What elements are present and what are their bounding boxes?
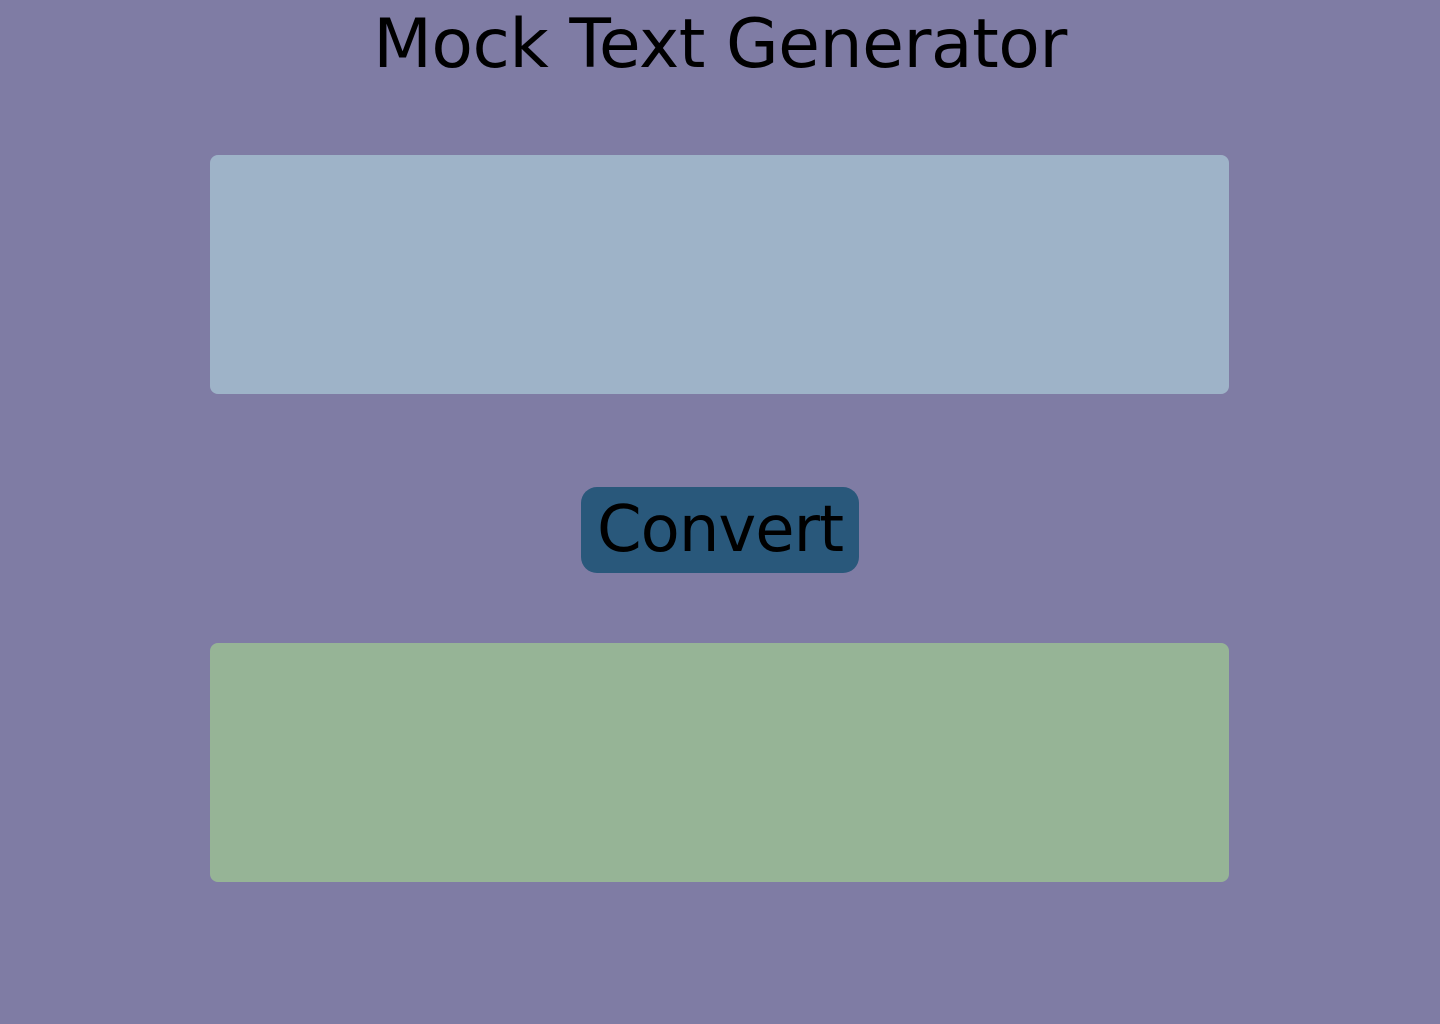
convert-button[interactable]: Convert xyxy=(581,487,859,573)
page-title: Mock Text Generator xyxy=(373,5,1067,84)
input-textarea[interactable] xyxy=(210,155,1229,394)
output-box xyxy=(210,643,1229,882)
